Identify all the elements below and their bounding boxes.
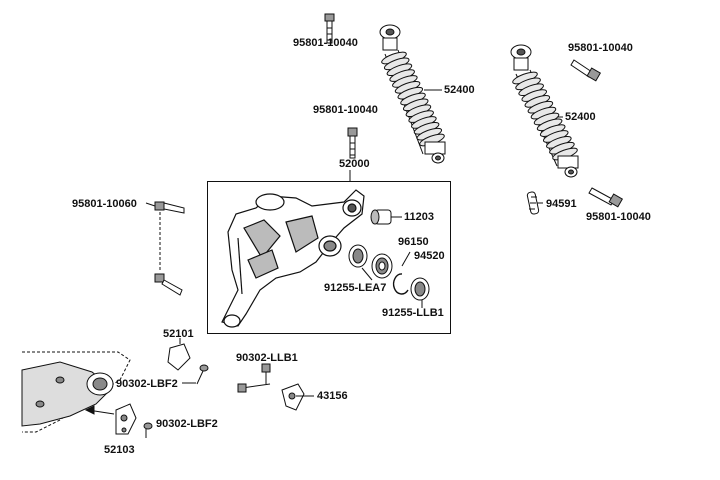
callout-seal-right: 91255-LLB1 (382, 307, 444, 319)
shock-right-part (510, 44, 579, 178)
circlip-part (392, 273, 409, 295)
bracket-part (281, 383, 305, 411)
bolt-top-right-part (570, 59, 602, 82)
callout-washer-right: 94591 (546, 198, 577, 210)
washer-right-part (526, 191, 540, 215)
callout-long-bolt: 95801-10060 (72, 198, 137, 210)
callout-bushing: 11203 (404, 211, 434, 223)
callout-bearing-inner: 96150 (398, 236, 429, 248)
callout-seal-left: 91255-LEA7 (324, 282, 387, 294)
callout-screw-b: 90302-LBF2 (156, 418, 218, 430)
screw-c-part (237, 363, 271, 393)
bolt-top-left-part (324, 13, 335, 44)
long-bolt-part (154, 201, 185, 296)
leader-lines (145, 89, 563, 397)
callout-bolt-top-left: 95801-10040 (293, 37, 358, 49)
crankcase-part (21, 351, 131, 433)
callout-screw-a: 90302-LBF2 (116, 378, 178, 390)
seal-right-part (410, 277, 430, 301)
callout-arm-assembly: 52000 (339, 158, 370, 170)
bolt-lower-right-part (588, 187, 624, 208)
callout-bracket: 43156 (317, 390, 348, 402)
seal-left-part (348, 244, 368, 268)
screw-a-part (182, 364, 209, 385)
cover-top-part (167, 338, 191, 371)
cover-bottom-part (115, 403, 137, 435)
callout-bolt-lower-right: 95801-10040 (586, 211, 651, 223)
callout-bolt-mid-left: 95801-10040 (313, 104, 378, 116)
callout-cover-top: 52101 (163, 328, 194, 340)
callout-circlip: 94520 (414, 250, 445, 262)
bushing-part (370, 209, 402, 225)
callout-bolt-top-right: 95801-10040 (568, 42, 633, 54)
callout-shock-right: 52400 (565, 111, 596, 123)
swing-arm-part (221, 189, 365, 328)
callout-shock-left: 52400 (444, 84, 475, 96)
screw-b-part (143, 422, 153, 438)
callout-screw-c: 90302-LLB1 (236, 352, 298, 364)
shock-left-part (379, 24, 446, 164)
bearing-part (371, 253, 393, 279)
swing-arm-assembly-frame (207, 181, 451, 334)
callout-cover-bottom: 52103 (104, 444, 135, 456)
bolt-mid-left-part (347, 127, 358, 159)
